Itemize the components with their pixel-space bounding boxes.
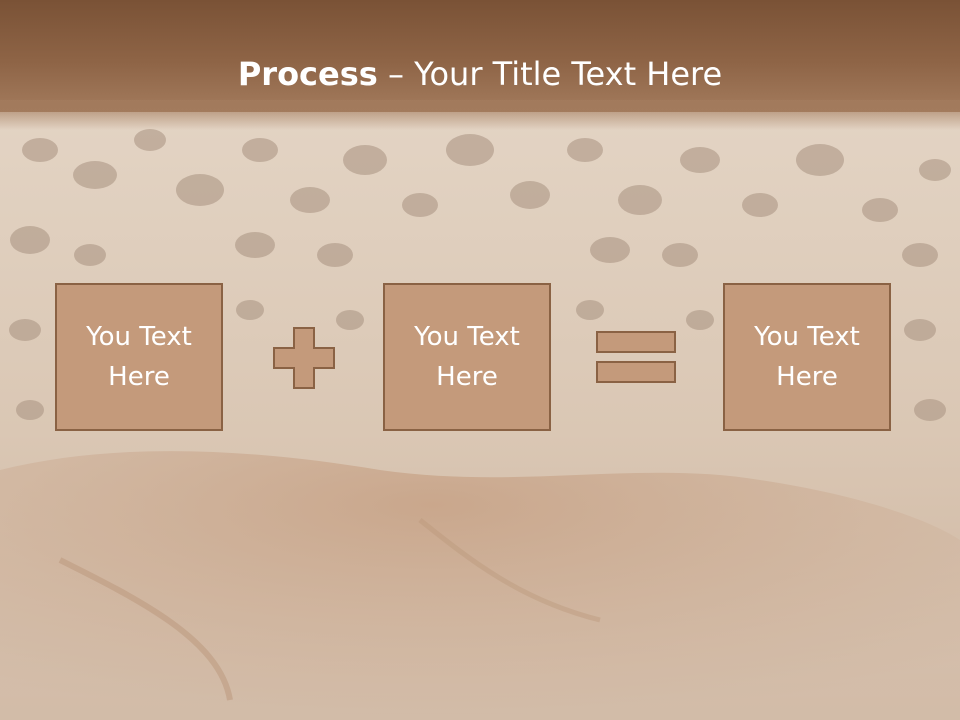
title-band	[0, 0, 960, 112]
title-rest-text: – Your Title Text Here	[377, 55, 723, 93]
equals-icon	[596, 331, 676, 383]
title-band-fade	[0, 100, 960, 130]
process-box-3-text: You Text Here	[754, 322, 860, 392]
process-box-2-text: You Text Here	[414, 322, 520, 392]
process-box-1-text: You Text Here	[86, 322, 192, 392]
title-bold-text: Process	[237, 55, 378, 93]
process-box-2[interactable]: You Text Here	[383, 283, 551, 431]
process-box-3[interactable]: You Text Here	[723, 283, 891, 431]
process-box-1[interactable]: You Text Here	[55, 283, 223, 431]
plus-icon	[273, 327, 335, 389]
slide-title[interactable]: Process – Your Title Text Here	[0, 52, 960, 96]
